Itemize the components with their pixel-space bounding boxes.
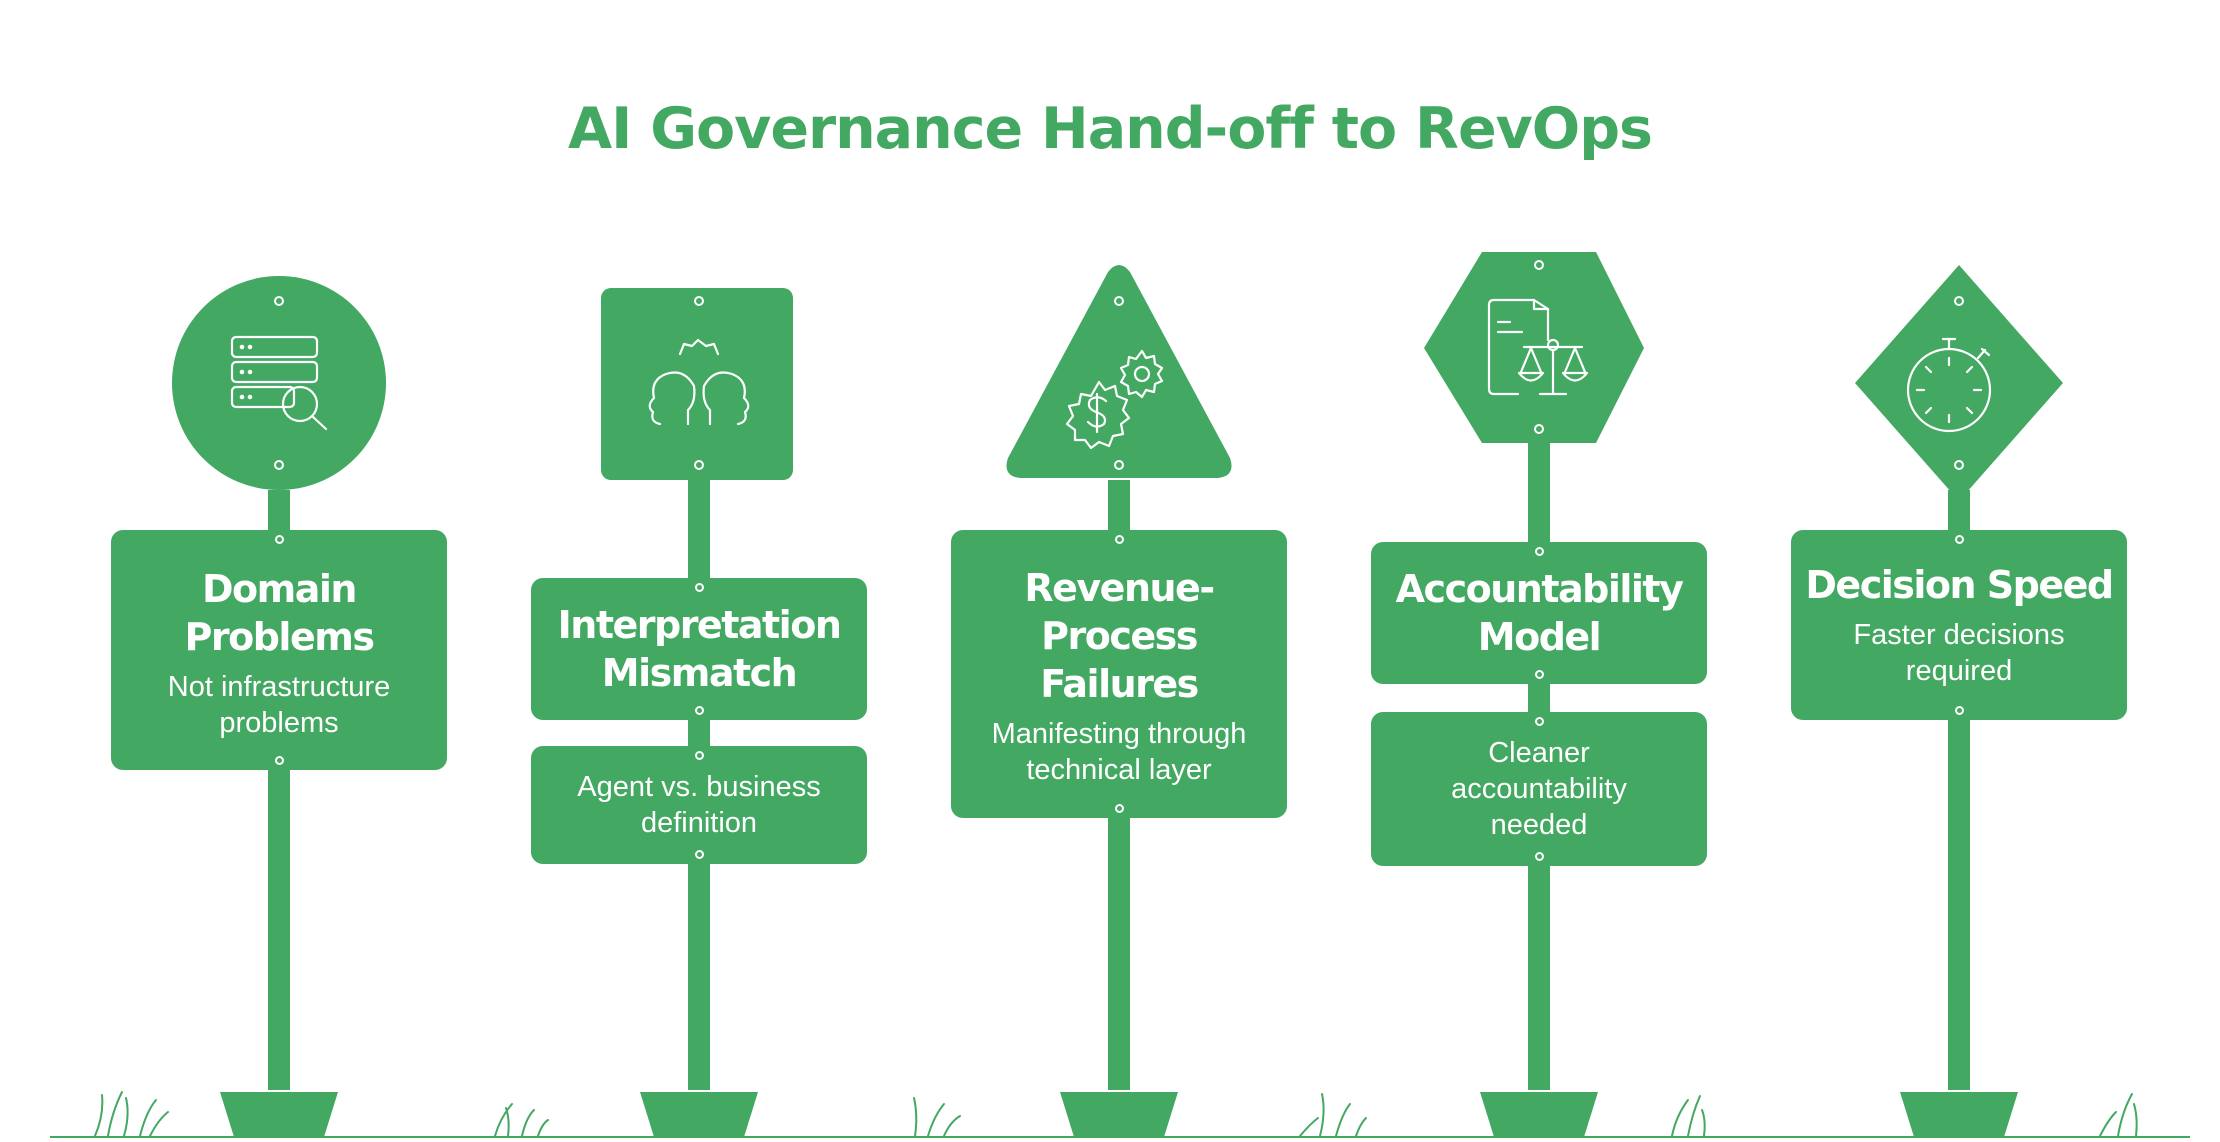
sign-4-description-panel: Cleaner accountability needed (1371, 712, 1707, 866)
grass-3 (913, 1097, 961, 1137)
top-holes (274, 260, 1964, 470)
hole (1534, 424, 1544, 434)
sign-2-square (601, 288, 793, 480)
hole (274, 296, 284, 306)
mount-hole (1534, 547, 1544, 556)
sign-5-description: Faster decisions required (1853, 619, 2065, 687)
sign-4-description: Cleaner accountability needed (1451, 737, 1627, 841)
mount-hole (694, 583, 704, 592)
mount-hole (274, 756, 284, 765)
pole-bases (220, 1092, 2018, 1137)
hole (1114, 296, 1124, 306)
grass-6 (2099, 1093, 2138, 1137)
sign-1-panel: Domain Problems Not infrastructure probl… (111, 530, 447, 770)
hole (1114, 460, 1124, 470)
grass-tufts (94, 1091, 2138, 1137)
sign-5-heading: Decision Speed (1805, 563, 2114, 607)
sign-4-heading: Accountability Model (1395, 567, 1684, 659)
hole (1954, 296, 1964, 306)
sign-4-heading-panel: Accountability Model (1371, 542, 1707, 684)
mount-hole (694, 706, 704, 715)
grass-4 (1299, 1093, 1367, 1137)
base-4 (1480, 1092, 1598, 1137)
sign-5-panel: Decision Speed Faster decisions required (1791, 530, 2127, 720)
base-3 (1060, 1092, 1178, 1137)
sign-2-description: Agent vs. business definition (577, 771, 821, 839)
sign-2-heading: Interpretation Mismatch (557, 603, 842, 695)
sign-2-description-panel: Agent vs. business definition (531, 746, 867, 864)
grass-2 (494, 1103, 549, 1137)
top-shapes (172, 252, 2063, 501)
mount-hole (694, 751, 704, 760)
mount-hole (1954, 535, 1964, 544)
mount-hole (1534, 717, 1544, 726)
mount-hole (1954, 706, 1964, 715)
sign-5-diamond (1855, 265, 2063, 501)
dollar-gears-icon (1065, 349, 1164, 450)
sign-3-description: Manifesting through technical layer (991, 718, 1247, 786)
base-5 (1900, 1092, 2018, 1137)
mount-hole (1534, 670, 1544, 679)
sign-3-panel: Revenue-Process Failures Manifesting thr… (951, 530, 1287, 818)
mount-hole (1114, 535, 1124, 544)
database-search-icon (230, 335, 328, 431)
grass-1 (94, 1091, 169, 1137)
sign-3-heading: Revenue-Process Failures (1024, 566, 1215, 706)
sign-1-description: Not infrastructure problems (167, 671, 391, 739)
document-scales-icon (1487, 298, 1589, 396)
hole (694, 296, 704, 306)
base-1 (220, 1092, 338, 1137)
mount-hole (1114, 804, 1124, 813)
stopwatch-icon (1906, 337, 1992, 433)
hole (1954, 460, 1964, 470)
two-heads-gears-icon (648, 338, 750, 426)
sign-3-triangle (1006, 265, 1232, 478)
page-title: AI Governance Hand-off to RevOps (568, 96, 1653, 162)
mount-hole (274, 535, 284, 544)
sign-2-heading-panel: Interpretation Mismatch (531, 578, 867, 720)
base-2 (640, 1092, 758, 1137)
hole (1534, 260, 1544, 270)
mount-hole (1534, 852, 1544, 861)
hole (274, 460, 284, 470)
hole (694, 460, 704, 470)
grass-5 (1671, 1095, 1706, 1137)
sign-1-heading: Domain Problems (184, 567, 375, 659)
mount-hole (694, 850, 704, 859)
